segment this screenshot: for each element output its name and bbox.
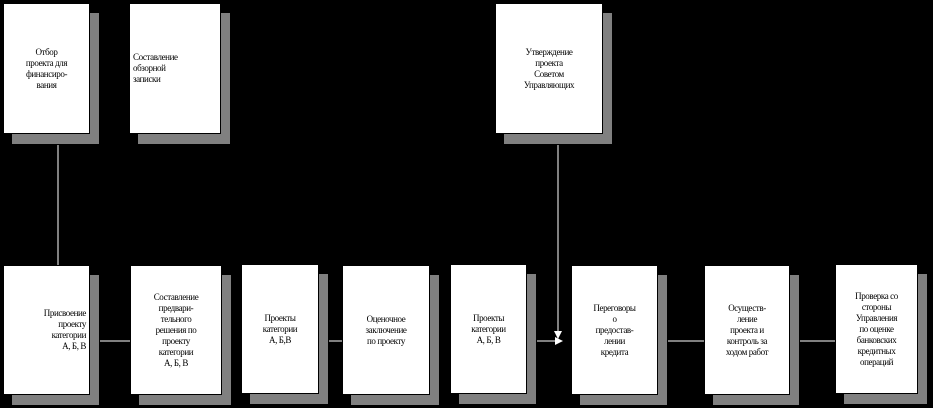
node-implementation-control: Осуществ- ление проекта и контроль за хо… (704, 265, 790, 395)
node-label: Проверка со стороны Управления по оценке… (855, 290, 898, 367)
node-label: Осуществ- ление проекта и контроль за хо… (725, 302, 769, 357)
node-assign-category: Присвоение проекту категории А, Б, В (3, 265, 90, 395)
node-projects-category-1: Проекты категории А, Б,В (241, 264, 319, 394)
node-projects-category-2: Проекты категории А, Б, В (450, 264, 527, 394)
node-preliminary-decision: Составление предвари- тельного решения п… (130, 265, 222, 395)
node-review-note: Составление обзорной записки (129, 3, 221, 134)
node-label: Переговоры о предостав- лении кредита (593, 302, 636, 357)
node-audit-check: Проверка со стороны Управления по оценке… (835, 264, 918, 394)
node-evaluation-conclusion: Оценочное заключение по проекту (342, 265, 430, 395)
node-label: Оценочное заключение по проекту (365, 313, 407, 346)
node-label: Присвоение проекту категории А, Б, В (43, 308, 87, 351)
node-label: Отбор проекта для финансиро- вания (25, 46, 68, 90)
node-select-project: Отбор проекта для финансиро- вания (3, 3, 90, 134)
node-board-approval: Утверждение проекта Советом Управляющих (495, 3, 603, 134)
node-credit-negotiations: Переговоры о предостав- лении кредита (571, 265, 658, 395)
node-label: Утверждение проекта Советом Управляющих (523, 46, 575, 90)
node-label: Проекты категории А, Б,В (262, 312, 298, 345)
node-label: Составление предвари- тельного решения п… (153, 291, 199, 368)
node-label: Составление обзорной записки (133, 52, 178, 84)
node-label: Проекты категории А, Б, В (471, 312, 506, 345)
